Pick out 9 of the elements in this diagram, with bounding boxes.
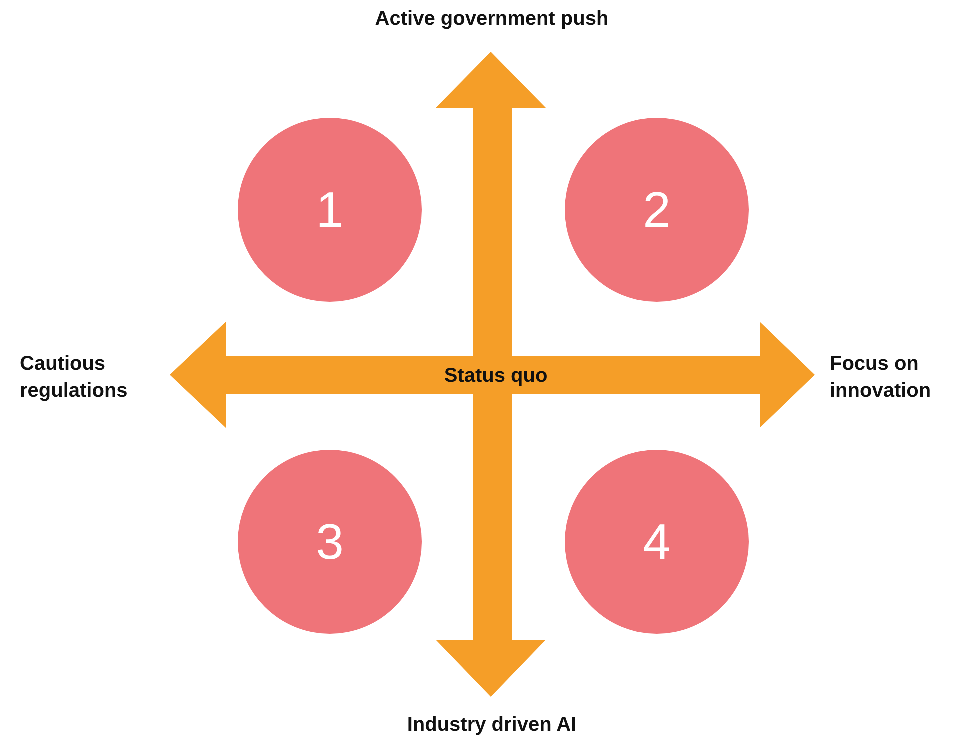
- center-label: Status quo: [443, 364, 549, 389]
- axis-label: Focus on innovation: [830, 352, 932, 404]
- axis-label: Cautious regulations: [20, 352, 129, 404]
- quadrant-number: 2: [643, 185, 671, 235]
- quadrant-number: 1: [316, 185, 344, 235]
- quadrant-number: 4: [643, 517, 671, 567]
- axis-label: Active government push: [374, 7, 610, 32]
- axis-label: Industry driven AI: [406, 713, 578, 738]
- quadrant-number: 3: [316, 517, 344, 567]
